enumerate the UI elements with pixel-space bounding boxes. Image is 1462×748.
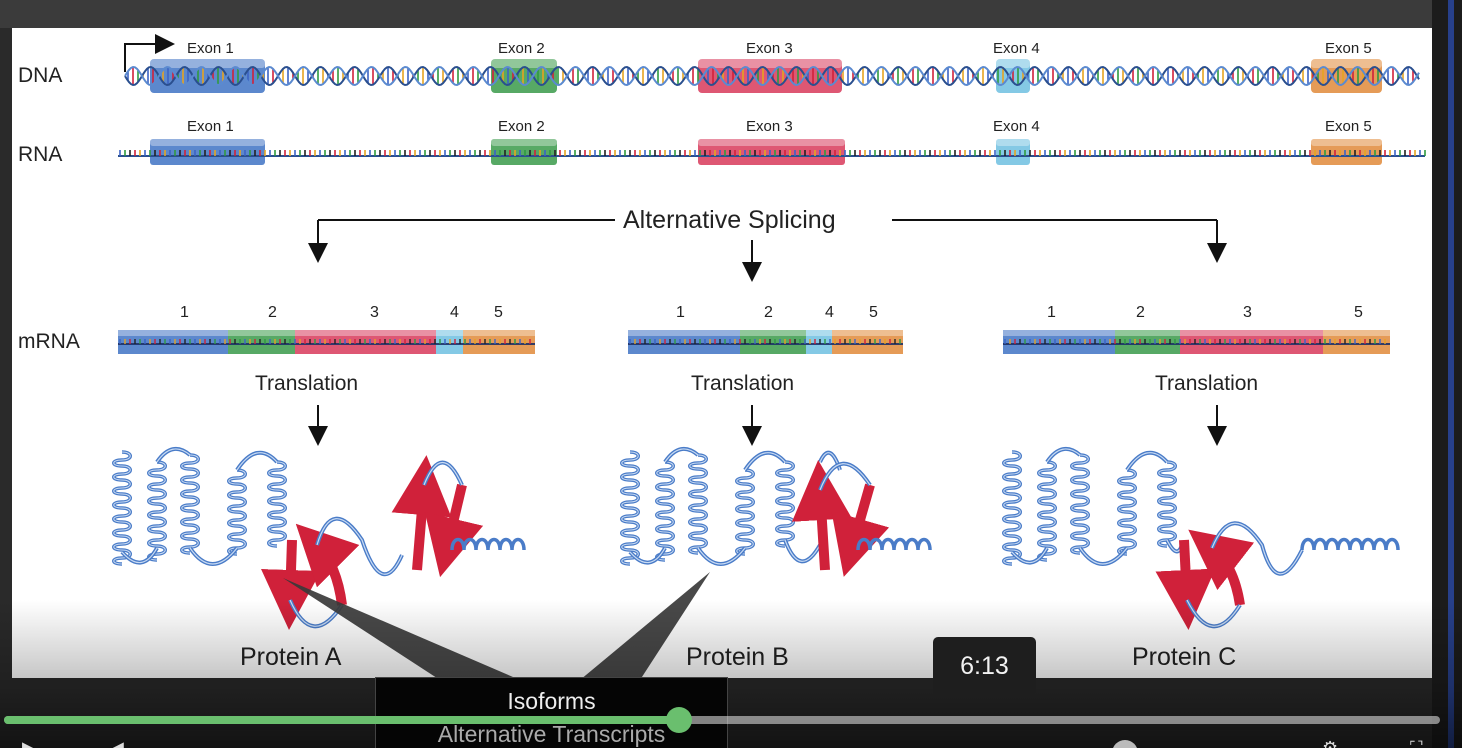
helix-coil-horizontal xyxy=(1300,537,1400,551)
protein-c-label: Protein C xyxy=(1132,643,1237,671)
promoter-arrow xyxy=(124,34,175,72)
mrna-segment xyxy=(228,330,295,354)
dna-label: DNA xyxy=(18,64,63,87)
tooltip-subtitle: Alternative Transcripts xyxy=(437,721,666,747)
translation-c-label: Translation xyxy=(1155,372,1259,395)
mrna-bars xyxy=(118,330,1390,354)
mrna-a-num-3: 3 xyxy=(370,304,379,321)
beta-sheet-arrow xyxy=(1155,539,1216,630)
mrna-b-num-1: 1 xyxy=(676,304,685,321)
dna-exon-1-label: Exon 1 xyxy=(187,40,234,57)
mrna-a-num-4: 4 xyxy=(450,304,459,321)
rna-exon-3-label: Exon 3 xyxy=(746,118,793,135)
helix-coil-horizontal xyxy=(450,537,526,551)
progress-bar[interactable] xyxy=(4,707,1440,733)
mrna-a-num-1: 1 xyxy=(180,304,189,321)
mrna-b-num-2: 2 xyxy=(764,304,773,321)
mrna-a-num-2: 2 xyxy=(268,304,277,321)
dna-helix xyxy=(124,59,1420,93)
alternative-splicing-label: Alternative Splicing xyxy=(623,206,836,234)
dna-exon-block-5 xyxy=(1311,59,1382,93)
mrna-a-num-5: 5 xyxy=(494,304,503,321)
dna-exon-3-label: Exon 3 xyxy=(746,40,793,57)
mrna-c-num-1: 1 xyxy=(1047,304,1056,321)
protein-structures xyxy=(112,446,1400,630)
progress-played xyxy=(4,716,679,724)
protein-b-label: Protein B xyxy=(686,643,789,671)
right-edge xyxy=(1432,0,1462,748)
beta-sheet-arrow xyxy=(831,483,890,577)
beta-sheet-arrow xyxy=(295,523,360,606)
rna-exon-block-3 xyxy=(698,139,845,165)
mrna-label: mRNA xyxy=(18,330,80,353)
mrna-b-num-5: 5 xyxy=(869,304,878,321)
rna-exon-4-label: Exon 4 xyxy=(993,118,1040,135)
rna-exon-2-label: Exon 2 xyxy=(498,118,545,135)
scrubber-handle[interactable] xyxy=(665,707,692,733)
beta-sheet-arrow xyxy=(791,460,852,571)
beta-sheet-arrow xyxy=(261,539,321,630)
rna-exon-5-label: Exon 5 xyxy=(1325,118,1372,135)
mrna-segment xyxy=(1180,330,1323,354)
protein-a-label: Protein A xyxy=(240,643,342,671)
translation-a-label: Translation xyxy=(255,372,359,395)
play-icon[interactable]: ▶ xyxy=(22,738,36,748)
beta-sheet-arrow xyxy=(391,455,452,571)
rna-exon-block-1 xyxy=(150,139,265,165)
mrna-segment xyxy=(1115,330,1180,354)
rna-exon-1-label: Exon 1 xyxy=(187,118,234,135)
rna-exon-block-2 xyxy=(491,139,557,165)
volume-icon[interactable]: ◀ xyxy=(110,738,124,748)
mrna-segment xyxy=(1323,330,1390,354)
fullscreen-icon[interactable]: ⛶ xyxy=(1410,738,1423,748)
rna-exon-block-5 xyxy=(1311,139,1382,165)
mrna-segment xyxy=(628,330,740,354)
mrna-segment xyxy=(1003,330,1115,354)
beta-sheet-arrow xyxy=(424,483,484,578)
seek-time-badge: 6:13 xyxy=(933,637,1036,695)
rna-exon-block-4 xyxy=(996,139,1030,165)
mrna-b-num-4: 4 xyxy=(825,304,834,321)
settings-icon[interactable]: ⚙ xyxy=(1322,738,1339,748)
rna-strand xyxy=(118,139,1426,165)
mrna-c-num-2: 2 xyxy=(1136,304,1145,321)
tooltip-title: Isoforms xyxy=(507,688,596,714)
mrna-c-num-3: 3 xyxy=(1243,304,1252,321)
mrna-segment xyxy=(832,330,903,354)
rna-label: RNA xyxy=(18,143,63,166)
helix-coil-horizontal xyxy=(856,537,932,551)
top-band xyxy=(0,0,1462,28)
translation-b-label: Translation xyxy=(691,372,795,395)
autoplay-toggle-icon[interactable] xyxy=(1112,740,1138,748)
dna-exon-4-label: Exon 4 xyxy=(993,40,1040,57)
dna-exon-2-label: Exon 2 xyxy=(498,40,545,57)
right-edge-stripe xyxy=(1448,0,1454,748)
dna-exon-5-label: Exon 5 xyxy=(1325,40,1372,57)
mrna-c-num-5: 5 xyxy=(1354,304,1363,321)
beta-sheet-arrow xyxy=(1188,529,1255,606)
